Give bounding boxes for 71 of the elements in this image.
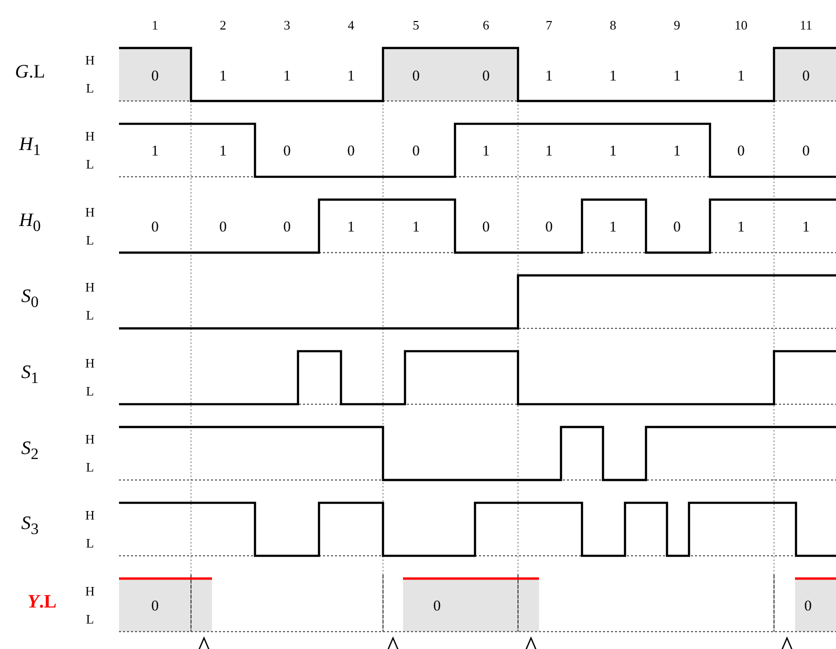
level-label: H — [85, 584, 95, 598]
level-label: H — [85, 432, 95, 446]
bit-value: 1 — [412, 220, 420, 236]
column-number: 9 — [674, 18, 680, 32]
level-label: H — [85, 54, 95, 66]
bit-value: 1 — [347, 69, 355, 84]
level-label: H — [85, 356, 95, 370]
signal-name: H$_{0}$ — [19, 211, 41, 235]
column-number: 7 — [546, 18, 552, 32]
bit-value: 0 — [482, 69, 490, 84]
bit-value: 0 — [673, 220, 681, 236]
bit-value: 0 — [545, 220, 553, 236]
bit-value: 1 — [347, 220, 355, 236]
bit-value: 1 — [673, 69, 681, 84]
bit-value: 0 — [347, 144, 355, 160]
bit-value: 0 — [283, 144, 291, 160]
bit-value: 1 — [609, 220, 617, 236]
signal-name: S$_{3}$ — [21, 514, 39, 538]
signal-name: S$_{2}$ — [21, 438, 39, 462]
column-number: 4 — [348, 18, 354, 32]
level-label: L — [86, 536, 94, 550]
bit-value: 0 — [283, 220, 291, 236]
signal-name: H$_{1}$ — [19, 135, 41, 160]
bit-value: 1 — [151, 144, 159, 160]
column-number: 10 — [734, 18, 748, 32]
bit-value: 1 — [482, 144, 490, 160]
bit-value: 0 — [219, 220, 227, 236]
column-number: 2 — [220, 18, 226, 32]
level-label: L — [86, 233, 94, 246]
bit-value: 1 — [219, 144, 227, 160]
signal-name: S$_{0}$ — [21, 287, 39, 311]
bit-value: 0 — [412, 69, 420, 84]
bit-value: 1 — [673, 144, 681, 160]
bit-value: 1 — [737, 69, 745, 84]
signal-name: Y.L — [27, 592, 57, 612]
bit-value: 0 — [151, 69, 159, 84]
bit-value: 1 — [219, 69, 227, 84]
level-label: H — [85, 508, 95, 522]
column-number: 8 — [610, 18, 616, 32]
level-label: L — [86, 308, 94, 322]
bit-value: 1 — [737, 220, 745, 236]
level-label: L — [86, 612, 94, 626]
bit-value: 0 — [804, 600, 812, 615]
level-label: L — [86, 157, 94, 170]
column-number: 1 — [152, 18, 158, 32]
bit-value: 0 — [433, 600, 441, 615]
column-number: 6 — [482, 18, 490, 32]
signal-name: S$_{1}$ — [21, 362, 39, 386]
bit-value: 1 — [802, 220, 810, 236]
column-number: 11 — [800, 18, 812, 32]
column-number: 3 — [284, 18, 290, 32]
signal-name: G.L — [14, 62, 46, 81]
bit-value: 0 — [151, 220, 159, 236]
bit-value: 0 — [151, 600, 159, 615]
bit-value: 0 — [802, 144, 810, 160]
bit-value: 1 — [545, 69, 553, 84]
level-label: L — [86, 384, 94, 398]
bit-value: 1 — [609, 69, 617, 84]
level-label: H — [85, 205, 95, 218]
bit-value: 0 — [482, 220, 490, 236]
level-label: L — [86, 460, 94, 474]
level-label: H — [85, 129, 95, 142]
level-label: L — [86, 82, 94, 94]
bit-value: 1 — [283, 69, 291, 84]
column-number: 5 — [412, 18, 420, 32]
bit-value: 1 — [609, 144, 617, 160]
level-label: H — [85, 280, 95, 294]
bit-value: 0 — [737, 144, 745, 160]
bit-value: 1 — [545, 144, 553, 160]
bit-value: 0 — [802, 69, 810, 84]
bit-value: 0 — [412, 144, 420, 160]
